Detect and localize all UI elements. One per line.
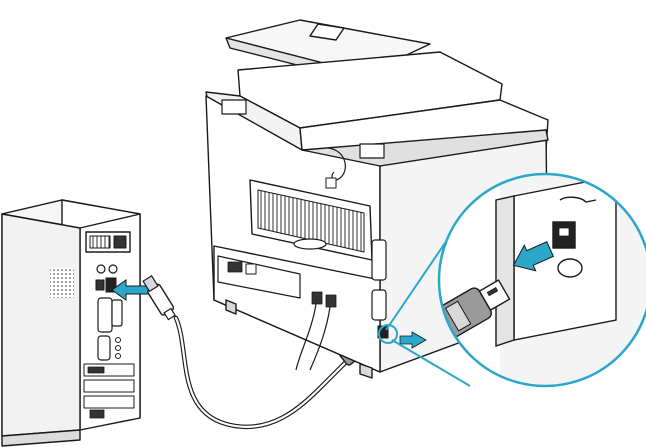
computer-usb-port-icon: [105, 277, 117, 293]
arrow-to-printer-icon: [399, 331, 427, 349]
computer-tower-icon: [1, 199, 141, 447]
arrow-to-computer-icon: [111, 279, 149, 301]
